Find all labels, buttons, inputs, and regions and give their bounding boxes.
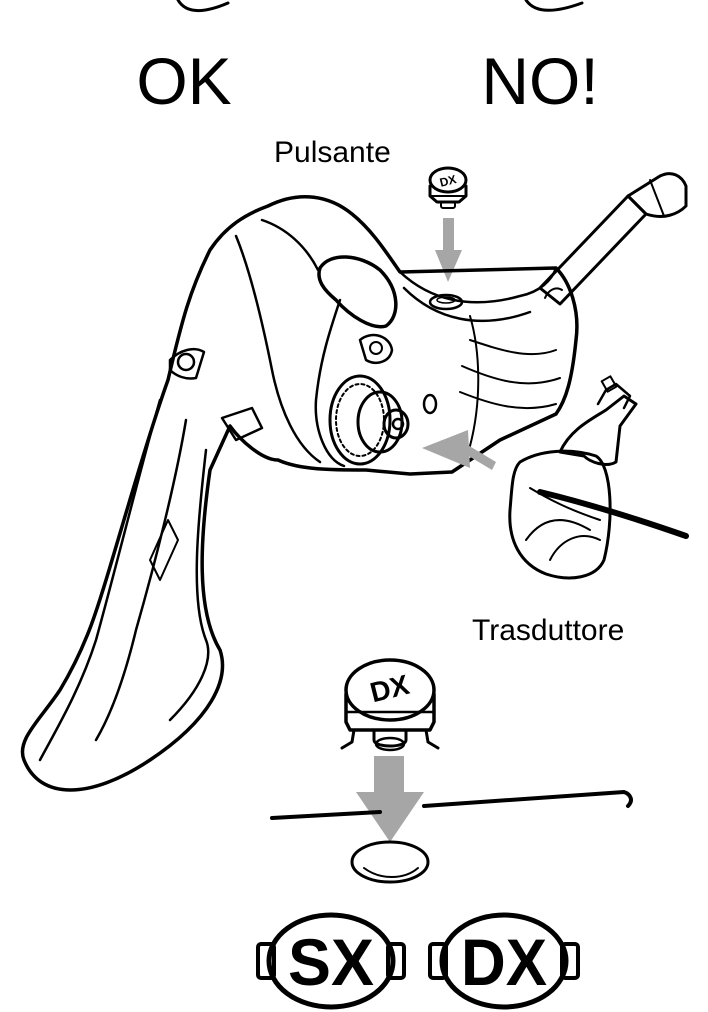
large-button-cap: DX <box>340 658 440 752</box>
lever-bracket <box>220 406 264 442</box>
cap-insert-arrow <box>356 756 424 842</box>
small-button-cap: DX <box>428 166 468 209</box>
dx-badge: DX <box>428 912 580 1010</box>
ok-label: OK <box>136 44 231 118</box>
mount-surface <box>270 790 633 820</box>
brake-lever <box>20 194 579 792</box>
large-cap-text: DX <box>367 669 413 709</box>
dx-badge-text: DX <box>461 925 547 999</box>
sx-badge: SX <box>256 912 406 1010</box>
top-left-curve <box>176 0 230 12</box>
button-insert-arrow <box>435 218 462 282</box>
transducer-label: Trasduttore <box>472 614 624 647</box>
brake-cable <box>538 172 688 306</box>
transducer-insert-arrow <box>422 430 496 470</box>
no-label: NO! <box>481 44 598 118</box>
transducer <box>508 375 689 580</box>
small-cap-text: DX <box>438 172 458 190</box>
shift-paddle <box>314 255 398 468</box>
top-right-curve <box>524 0 584 12</box>
button-label: Pulsante <box>274 136 391 169</box>
mount-hole <box>350 840 430 884</box>
sx-badge-text: SX <box>288 925 374 999</box>
rotary-ring <box>328 374 410 466</box>
